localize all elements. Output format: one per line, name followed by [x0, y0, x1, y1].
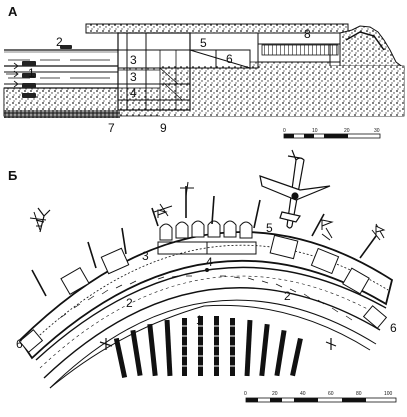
scale-a-tick-30: 30 [374, 128, 380, 134]
scale-bar-b: 0 20 40 60 80 100 [244, 391, 397, 403]
scale-a-tick-20: 20 [344, 128, 350, 134]
panel-b-plan: Б [8, 149, 397, 403]
gallery-bridge [261, 44, 339, 56]
label-b-2a: 2 [126, 296, 133, 310]
scale-b-tick-100: 100 [384, 391, 393, 397]
label-a-5: 5 [200, 36, 207, 50]
panel-a-section: А [3, 4, 405, 139]
label-b-5: 5 [266, 221, 273, 235]
panel-b-letter: Б [8, 168, 17, 183]
scale-a-tick-10: 10 [312, 128, 318, 134]
tree [35, 207, 51, 233]
foundation-band [4, 110, 120, 118]
scale-b-tick-0: 0 [244, 391, 247, 397]
central-halls [157, 220, 257, 272]
label-a-2: 2 [56, 35, 63, 49]
scale-b-tick-20: 20 [272, 391, 278, 397]
label-a-6: 6 [226, 52, 233, 66]
label-b-3: 3 [142, 249, 149, 263]
parking-lot [113, 316, 303, 378]
embankment [339, 25, 405, 71]
label-b-4: 4 [206, 255, 213, 269]
jetty-piers [31, 186, 377, 297]
gate-buildings [18, 234, 388, 353]
label-a-8: 8 [304, 27, 311, 41]
scale-bar-a: 0 10 20 30 [283, 128, 381, 139]
label-a-9: 9 [160, 121, 167, 135]
large-airplane-icon [259, 149, 331, 229]
label-a-3: 3 [130, 53, 137, 67]
scale-b-tick-60: 60 [328, 391, 334, 397]
label-a-3b: 3 [130, 70, 137, 84]
scale-b-tick-40: 40 [300, 391, 306, 397]
label-a-7: 7 [108, 121, 115, 135]
label-b-2b: 2 [284, 289, 291, 303]
label-b-1: 1 [196, 313, 203, 327]
scale-b-tick-80: 80 [356, 391, 362, 397]
building-section [117, 32, 340, 111]
parked-aircraft [29, 181, 385, 241]
panel-a-letter: А [8, 4, 18, 19]
label-a-1: 1 [28, 66, 35, 80]
label-b-6a: 6 [16, 337, 23, 351]
vehicles [22, 45, 72, 98]
label-b-6b: 6 [390, 321, 397, 335]
landside-road [35, 266, 387, 361]
scale-a-tick-0: 0 [283, 128, 286, 134]
label-a-4: 4 [130, 86, 137, 100]
terminal-ring [18, 231, 394, 360]
